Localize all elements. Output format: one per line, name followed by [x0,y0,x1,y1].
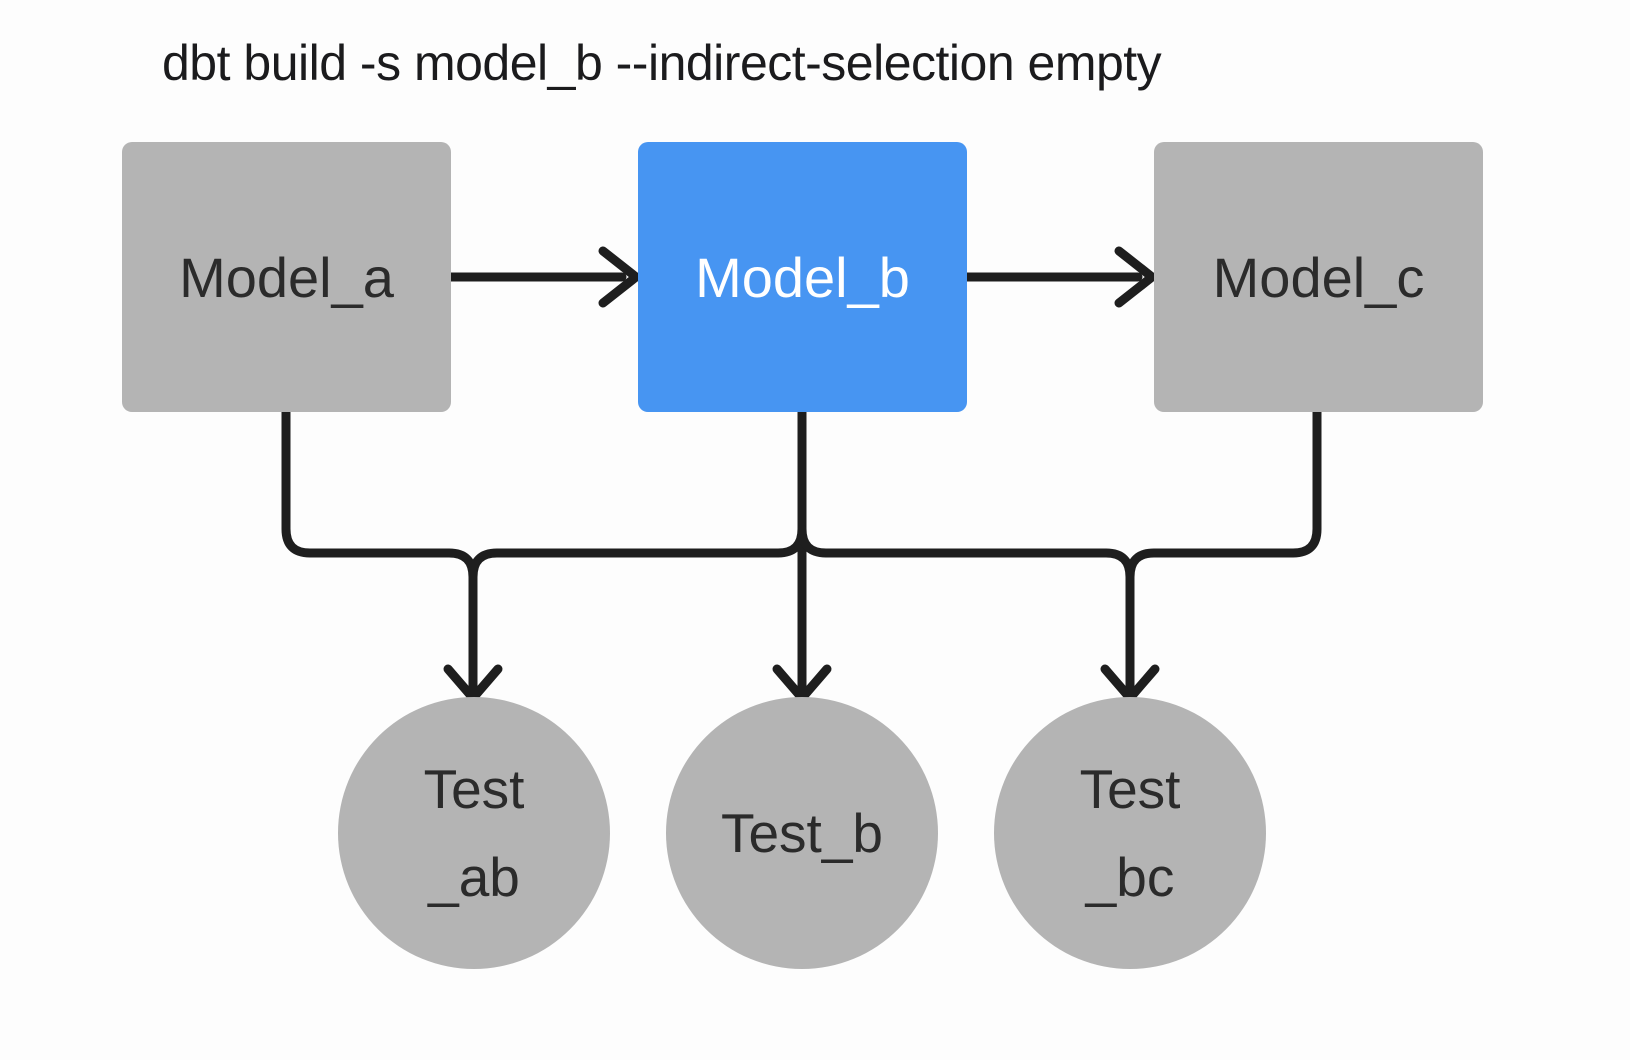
node-model-c-label: Model_c [1212,245,1425,309]
node-model-b: Model_b [638,142,967,412]
edge-model-b-to-test-ab [468,407,807,582]
edge-model-c-to-test-bc [1125,407,1322,582]
edge-model-a-to-test-ab [281,407,478,695]
node-test-bc: Test _bc [994,697,1266,969]
node-model-c: Model_c [1154,142,1483,412]
page-title: dbt build -s model_b --indirect-selectio… [162,35,1162,91]
edge-model-b-to-model-c [962,246,1157,308]
node-test-bc-label-line1: Test [1079,758,1181,820]
edge-model-a-to-model-b [445,246,641,308]
node-test-bc-label-line2: _bc [1085,846,1175,908]
node-test-ab-label-line1: Test [423,758,525,820]
node-test-ab: Test _ab [338,697,610,969]
node-test-b-label: Test_b [720,802,884,864]
node-test-ab-label-line2: _ab [428,846,520,908]
node-model-a-label: Model_a [179,245,394,309]
edge-model-b-to-test-bc [797,524,1135,695]
node-model-a: Model_a [122,142,451,412]
node-model-b-label: Model_b [695,245,910,309]
node-test-b: Test_b [666,697,938,969]
